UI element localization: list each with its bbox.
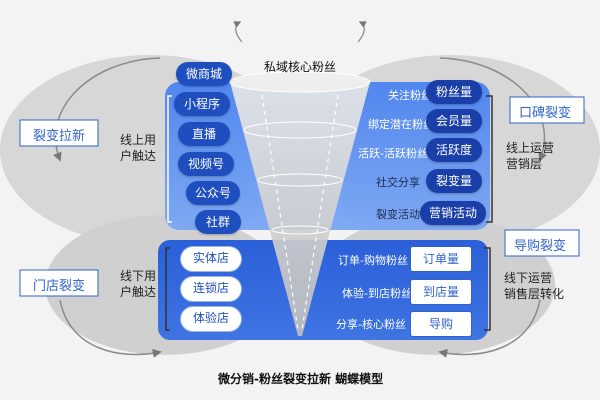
offline-step-label: 订单-购物粉丝 <box>338 254 408 267</box>
corner-label-top-right: 口碑裂变 <box>519 106 572 121</box>
metric-pill: 会员量 <box>426 109 482 133</box>
offline-metric-box: 到店量 <box>410 279 472 305</box>
metric-pill: 裂变量 <box>426 169 482 193</box>
online-step-label: 绑定潜在粉丝 <box>368 118 434 131</box>
online-step-label: 社交分享 <box>376 176 420 189</box>
online-step-label: 活跃-活跃粉丝 <box>358 147 428 160</box>
offline-metric-box: 订单量 <box>410 246 472 272</box>
channel-pill: 社群 <box>195 210 241 234</box>
corner-box-top-right <box>509 96 585 124</box>
store-pill: 体验店 <box>180 306 242 332</box>
channel-pill: 直播 <box>178 122 230 146</box>
metric-pill: 活跃度 <box>426 138 482 162</box>
corner-label-bottom-right: 导购裂变 <box>514 239 567 254</box>
top-title: 私域核心粉丝 <box>264 60 337 74</box>
channel-pill: 视频号 <box>178 152 234 176</box>
metric-pill: 粉丝量 <box>426 80 482 104</box>
diagram-title: 微分销-粉丝裂变拉新 蝴蝶模型 <box>218 372 384 386</box>
channel-pill: 公众号 <box>186 181 240 205</box>
corner-box-bottom-left <box>19 269 99 297</box>
corner-label-top-left: 裂变拉新 <box>33 129 86 144</box>
online-step-label: 关注粉丝 <box>388 89 432 102</box>
store-pill: 连锁店 <box>180 276 242 302</box>
channel-pill: 小程序 <box>174 92 230 116</box>
metric-pill: 营销活动 <box>420 201 486 225</box>
store-pill: 实体店 <box>180 246 242 272</box>
corner-box-top-left <box>19 119 99 147</box>
right-lower-label: 线下运营 销售层转化 <box>504 271 565 301</box>
right-upper-label: 线上运营 营销层 <box>506 141 555 171</box>
channel-pill: 微商城 <box>176 62 232 86</box>
online-step-label: 裂变活动 <box>376 208 420 221</box>
left-lower-label: 线下用 户触达 <box>120 269 157 299</box>
offline-step-label: 分享-核心粉丝 <box>336 318 406 331</box>
corner-box-bottom-right <box>504 229 580 257</box>
offline-step-label: 体验-到店粉丝 <box>342 287 412 300</box>
funnel <box>230 82 370 336</box>
left-upper-label: 线上用 户触达 <box>120 133 157 163</box>
corner-label-bottom-left: 门店裂变 <box>33 279 86 294</box>
offline-metric-box: 导购 <box>410 311 472 337</box>
